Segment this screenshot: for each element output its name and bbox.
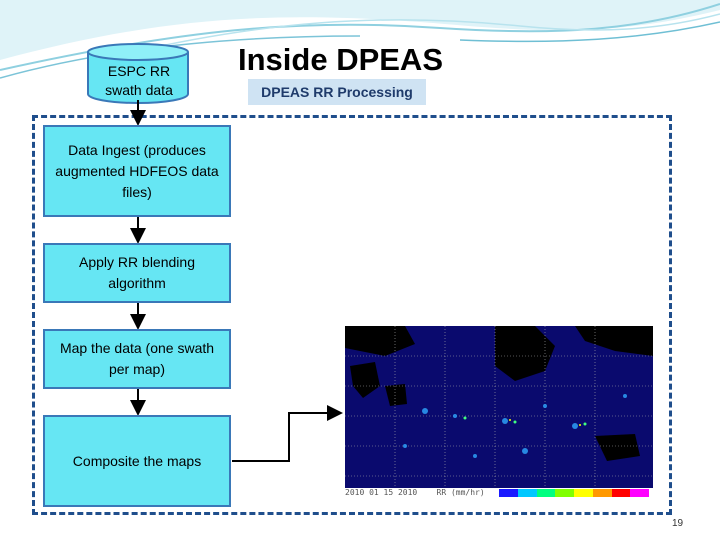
page-number: 19	[672, 518, 684, 529]
colorbar-swatch	[574, 489, 593, 497]
input-source-label: ESPC RR swath data	[105, 63, 173, 98]
colorbar-swatch	[630, 489, 649, 497]
step-label: Data Ingest (produces augmented HDFEOS d…	[55, 141, 219, 200]
slide-subtitle: DPEAS RR Processing	[248, 79, 426, 105]
step-map-the-data: Map the data (one swath per map)	[43, 329, 231, 389]
colorbar-swatch	[517, 489, 537, 497]
dpeas-processing-boundary	[32, 115, 672, 515]
slide-title: Inside DPEAS	[238, 42, 443, 77]
data-store-cylinder	[87, 43, 189, 104]
map-colorbar	[499, 489, 649, 497]
composite-rainrate-map: 2010 01 15 2010 RR (mm/hr)	[345, 326, 653, 498]
colorbar-swatch	[499, 489, 518, 497]
step-apply-rr-blending: Apply RR blending algorithm	[43, 243, 231, 303]
colorbar-swatch	[536, 489, 556, 497]
step-label: Map the data (one swath per map)	[59, 340, 215, 377]
step-label: Composite the maps	[72, 452, 202, 469]
map-unit-label: RR (mm/hr)	[436, 488, 485, 497]
step-data-ingest: Data Ingest (produces augmented HDFEOS d…	[43, 125, 231, 217]
colorbar-swatch	[611, 489, 631, 497]
map-graphic	[345, 326, 653, 488]
step-composite-maps: Composite the maps	[43, 415, 231, 507]
colorbar-swatch	[555, 489, 574, 497]
map-footer: 2010 01 15 2010 RR (mm/hr)	[345, 488, 653, 498]
step-label: Apply RR blending algorithm	[79, 254, 195, 291]
colorbar-swatch	[592, 489, 612, 497]
map-date-label: 2010 01 15 2010	[345, 488, 418, 497]
